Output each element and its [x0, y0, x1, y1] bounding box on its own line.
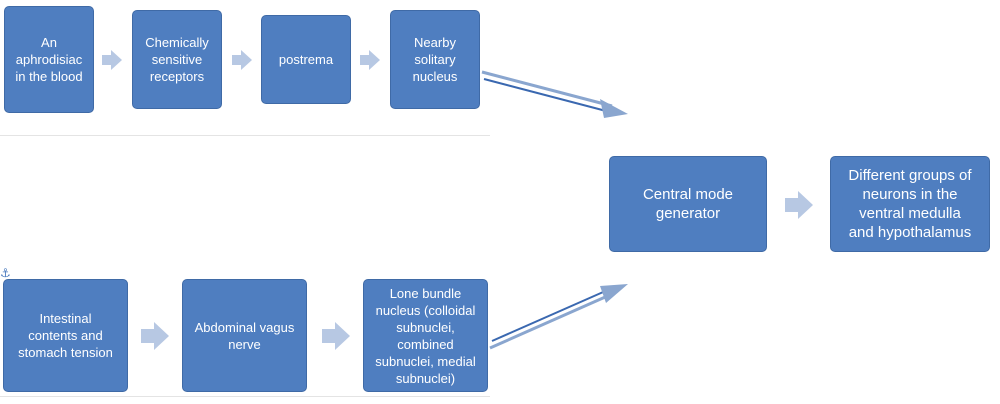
diagonal-arrow-top — [481, 70, 628, 118]
node-chemically-sensitive-receptors: Chemically sensitive receptors — [132, 10, 222, 109]
node-ventral-medulla-hypothalamus: Different groups of neurons in the ventr… — [830, 156, 990, 252]
diagonal-arrow-bottom — [489, 284, 628, 350]
separator-line-top — [0, 135, 490, 136]
node-lone-bundle-nucleus: Lone bundle nucleus (colloidal subnuclei… — [363, 279, 488, 392]
separator-line-bottom — [0, 396, 490, 397]
node-nearby-solitary-nucleus: Nearby solitary nucleus — [390, 10, 480, 109]
node-aphrodisiac-in-blood: An aphrodisiac in the blood — [4, 6, 94, 113]
node-abdominal-vagus-nerve: Abdominal vagus nerve — [182, 279, 307, 392]
node-central-mode-generator: Central mode generator — [609, 156, 767, 252]
node-postrema: postrema — [261, 15, 351, 104]
anchor-icon: ⚓ — [0, 266, 11, 280]
node-intestinal-contents: Intestinal contents and stomach tension — [3, 279, 128, 392]
